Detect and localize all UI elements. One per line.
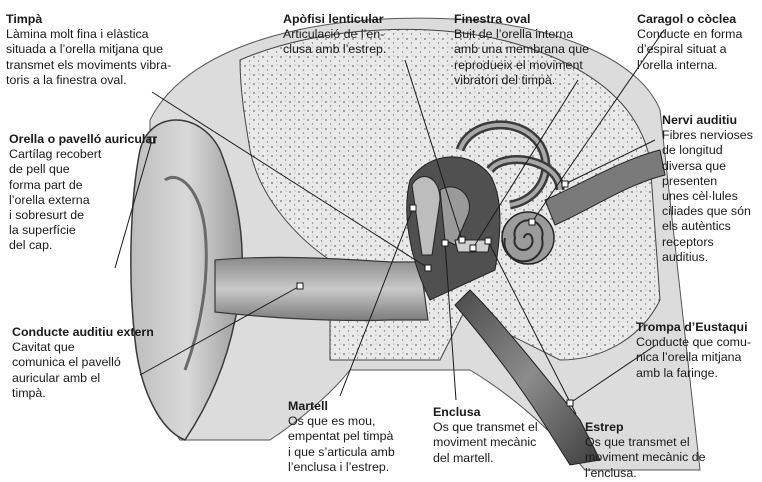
label-timpa-title: Timpà	[6, 12, 171, 27]
label-pavello: Orella o pavelló auricular Cartílag reco…	[9, 132, 157, 254]
label-finestra-desc: Buit de l’orella interna amb una membran…	[454, 27, 589, 88]
label-pavello-desc: Cartílag recobert de pell que forma part…	[9, 147, 157, 253]
label-trompa: Trompa d’Eustaqui Conducte que comu- nic…	[636, 320, 751, 381]
label-conducte: Conducte auditiu extern Cavitat que comu…	[12, 325, 154, 401]
label-enclusa: Enclusa Os que transmet el moviment mecà…	[433, 405, 538, 466]
label-nervi-title: Nervi auditiu	[662, 113, 753, 128]
label-pavello-title: Orella o pavelló auricular	[9, 132, 157, 147]
label-caragol-desc: Conducte en forma d’espiral situat a l’o…	[637, 27, 742, 73]
label-conducte-desc: Cavitat que comunica el pavelló auricula…	[12, 340, 154, 401]
label-timpa-desc: Làmina molt fina i elàstica situada a l’…	[6, 27, 171, 88]
label-nervi: Nervi auditiu Fibres nervioses de longit…	[662, 113, 753, 265]
label-caragol: Caragol o còclea Conducte en forma d’esp…	[637, 12, 742, 73]
label-apofisi-desc: Articulació de l’en- clusa amb l’estrep.	[283, 27, 386, 57]
label-finestra: Finestra oval Buit de l’orella interna a…	[454, 12, 589, 88]
label-martell: Martell Os que es mou, empentat pel timp…	[288, 399, 395, 475]
label-nervi-desc: Fibres nervioses de longitud diversa que…	[662, 128, 753, 265]
label-finestra-title: Finestra oval	[454, 12, 589, 27]
label-caragol-title: Caragol o còclea	[637, 12, 742, 27]
label-estrep-title: Estrep	[585, 420, 706, 435]
label-apofisi: Apòfisi lenticular Articulació de l’en- …	[283, 12, 386, 58]
label-martell-title: Martell	[288, 399, 395, 414]
label-enclusa-title: Enclusa	[433, 405, 538, 420]
label-conducte-title: Conducte auditiu extern	[12, 325, 154, 340]
label-estrep: Estrep Os que transmet el moviment mecàn…	[585, 420, 706, 481]
label-trompa-title: Trompa d’Eustaqui	[636, 320, 751, 335]
label-apofisi-title: Apòfisi lenticular	[283, 12, 386, 27]
label-estrep-desc: Os que transmet el moviment mecànic de l…	[585, 435, 706, 481]
label-martell-desc: Os que es mou, empentat pel timpà i que …	[288, 414, 395, 475]
label-timpa: Timpà Làmina molt fina i elàstica situad…	[6, 12, 171, 88]
label-trompa-desc: Conducte que comu- nica l’orella mitjana…	[636, 335, 751, 381]
label-enclusa-desc: Os que transmet el moviment mecànic del …	[433, 420, 538, 466]
